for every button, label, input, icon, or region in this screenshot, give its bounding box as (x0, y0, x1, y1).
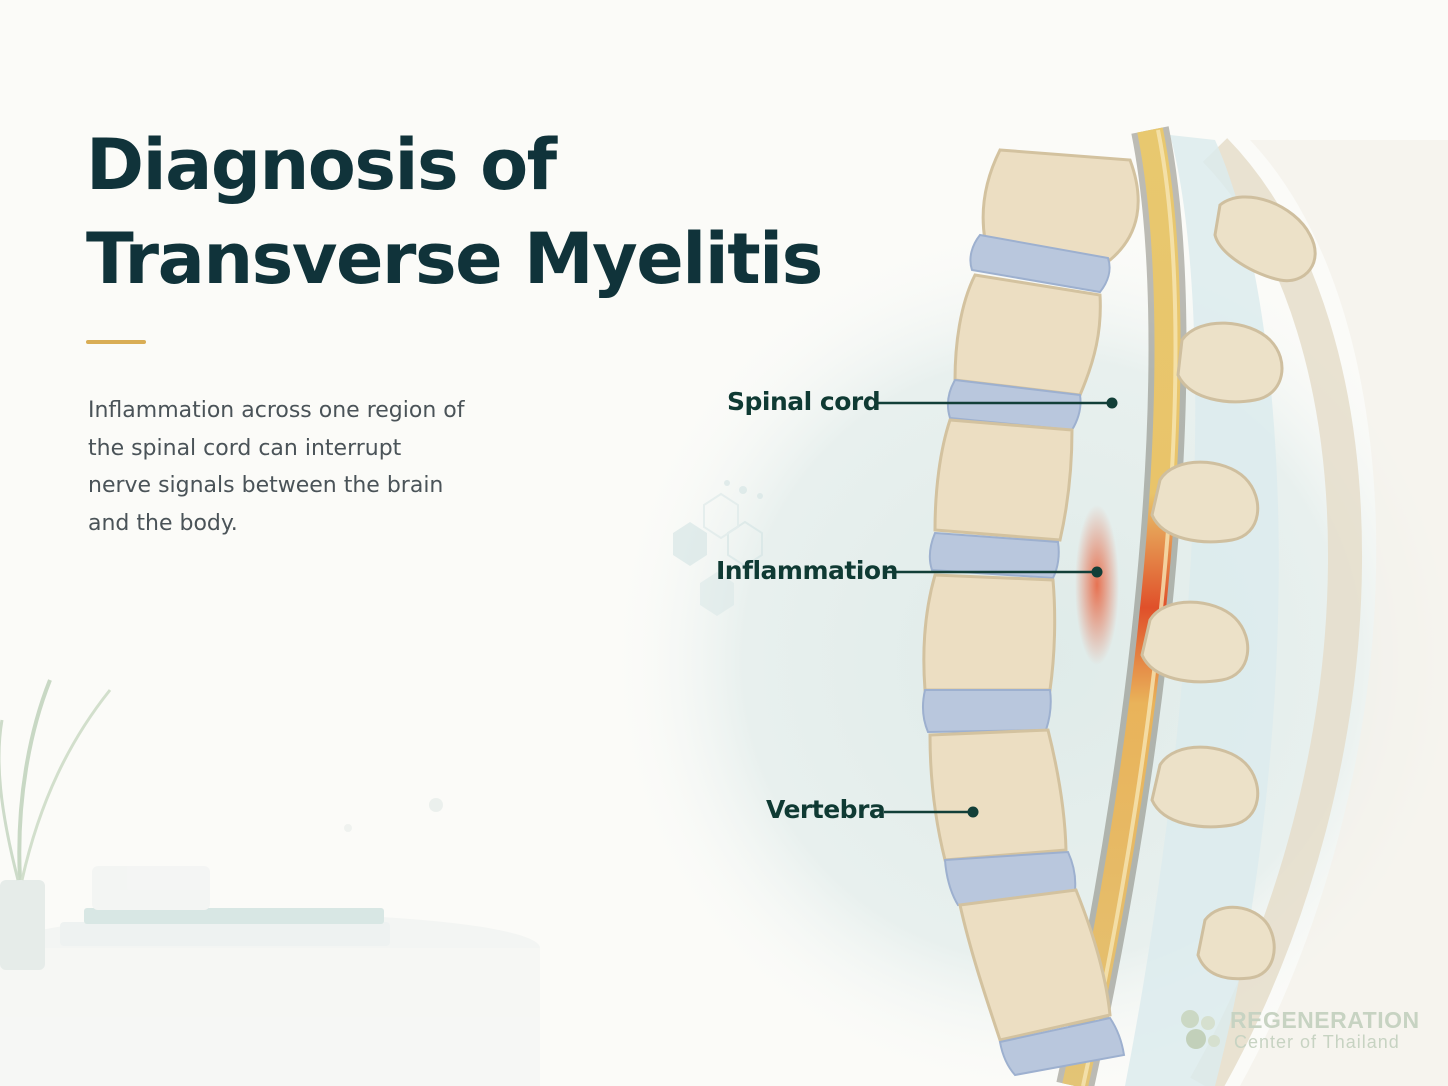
description-text: Inflammation across one region of the sp… (88, 398, 465, 536)
watermark-name: REGENERATION (1230, 1007, 1420, 1033)
spinal-cord (1056, 126, 1187, 1086)
inflammation-marker (1091, 566, 1103, 578)
page-title: Diagnosis of Transverse Myelitis (86, 118, 823, 306)
label-spinal-cord: Spinal cord (727, 387, 881, 416)
watermark-tagline: Center of Thailand (1234, 1032, 1400, 1052)
regeneration-logo-icon (1181, 1010, 1220, 1049)
accent-divider (86, 340, 146, 344)
clinic-decor (0, 679, 540, 1086)
leader-lines (876, 401, 1112, 814)
title-line-2: Transverse Myelitis (86, 218, 823, 300)
label-vertebra: Vertebra (766, 795, 886, 824)
label-inflammation: Inflammation (716, 556, 898, 585)
spinous-processes (1140, 195, 1317, 981)
hexagon-decor (673, 480, 763, 616)
spinal-cord-marker (1106, 397, 1118, 409)
watermark-logo: REGENERATION Center of Thailand (1178, 1005, 1428, 1055)
title-line-1: Diagnosis of (86, 124, 557, 206)
vertebra-marker (967, 806, 979, 818)
vertebral-column (922, 148, 1140, 1077)
